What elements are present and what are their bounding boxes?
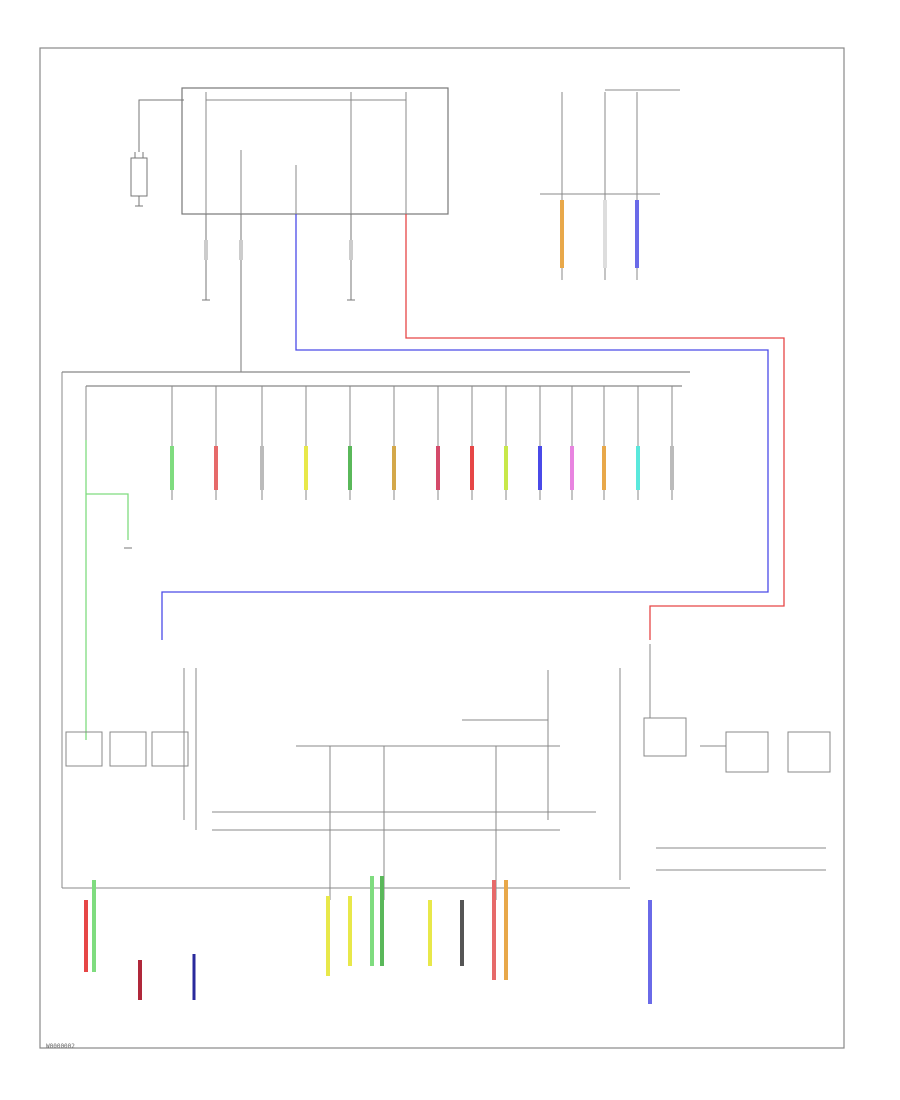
wire-blue <box>161 214 769 640</box>
wire-orange <box>560 200 564 268</box>
wire-red <box>405 214 785 640</box>
relay-area <box>62 644 831 900</box>
fusible-link-icon <box>205 92 407 214</box>
ground-icon <box>124 205 355 549</box>
connector-icon <box>204 240 208 260</box>
diagram-code: W0000002 <box>46 1043 75 1050</box>
battery-icon <box>130 152 148 206</box>
diagram-frame <box>39 47 845 1049</box>
fusible-link-box <box>181 87 449 215</box>
